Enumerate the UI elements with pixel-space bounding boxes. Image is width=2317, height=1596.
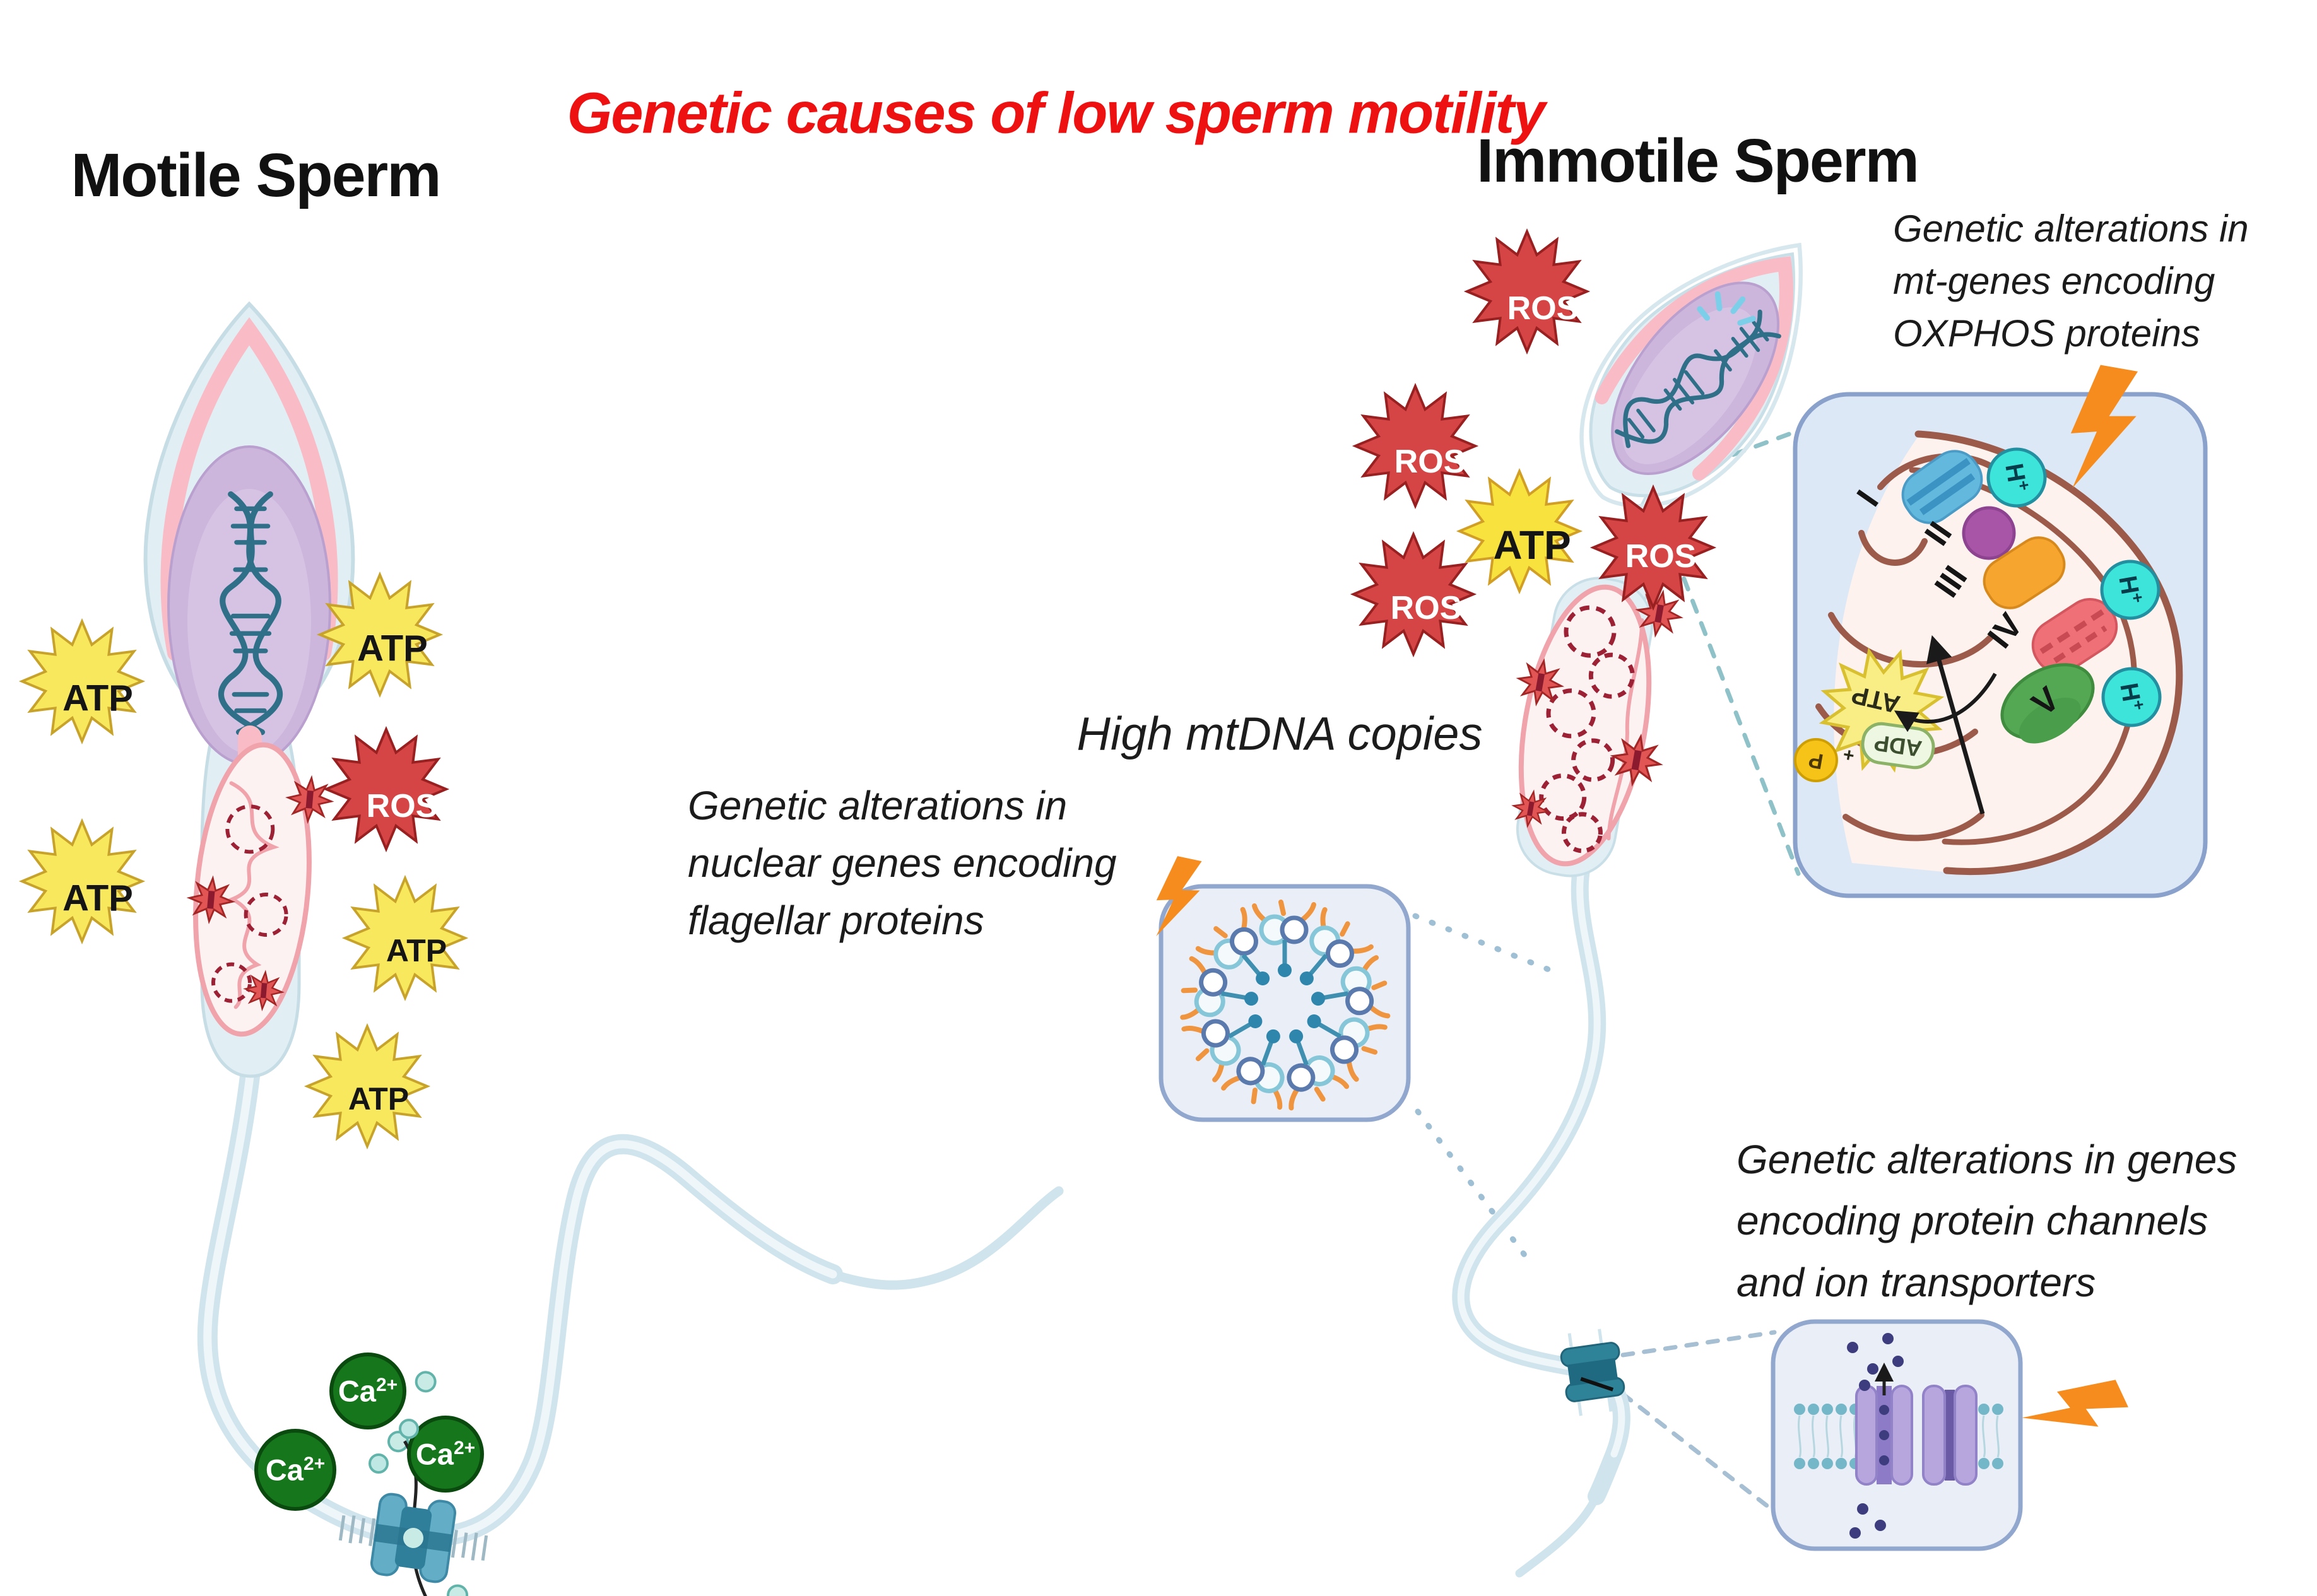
acrosome [160,317,338,661]
annotation-high-mtdna: High mtDNA copies [1076,707,1483,760]
annotation-line: flagellar proteins [688,897,984,943]
ion-dots [1847,1333,1904,1539]
annotation-line: and ion transporters [1736,1259,2096,1305]
calcium-label: Ca2+ [415,1437,476,1471]
ros-label: ROS [366,788,438,824]
motile-tail-ion-channel [338,1371,488,1596]
proton [1986,447,2047,508]
atp-label: ATP [1493,522,1571,568]
immotile-tail-ion-channel [1560,1329,1625,1416]
annotation-nuclear-genes: Genetic alterations in nuclear genes enc… [688,777,1117,949]
dna-damage-spark-icon [1697,291,1756,326]
page-title: Genetic causes of low sperm motility [567,81,1546,146]
ros-label: ROS [1394,443,1466,480]
complex-2 [1962,506,2016,560]
immotile-sperm-tail [1452,854,1630,1505]
annotation-mt-genes: Genetic alterations in mt-genes encoding… [1893,203,2249,360]
atp-label: ATP [62,678,133,719]
proton [2100,560,2161,620]
complex-3 [1983,536,2066,609]
ion-channel-inset [1771,1319,2131,1551]
heading-motile-sperm: Motile Sperm [71,141,441,209]
oxphos-inset [1793,361,2208,898]
annotation-line: nuclear genes encoding [688,840,1117,886]
proton [2101,667,2162,727]
ros-label: ROS [1390,590,1462,626]
calcium-label: Ca2+ [338,1374,398,1408]
complex-1 [1901,450,1983,524]
open-channel-protein [1855,1385,1913,1486]
immotile-sperm [1452,242,1803,1578]
immotile-mitochondrion [1487,577,1690,877]
proton-label: H+ [2114,681,2149,712]
annotation-line: encoding protein channels [1736,1198,2208,1244]
immotile-sperm-head [1579,242,1803,508]
proton-label: H+ [2000,461,2034,493]
annotation-protein-channels: Genetic alterations in genes encoding pr… [1736,1129,2237,1313]
calcium-ions [254,1352,484,1511]
annotation-line: Genetic alterations in genes [1736,1137,2237,1182]
atp-label: ATP [357,628,428,669]
complex-5 [2000,663,2095,744]
annotation-line: mt-genes encoding [1893,259,2215,302]
lightning-bolt-icon [2018,1367,2131,1455]
ros-label: ROS [1507,290,1579,327]
motile-sperm-head [143,301,355,766]
calcium-label: Ca2+ [265,1453,326,1487]
motile-sperm [143,301,1064,1596]
phosphate [1794,738,1838,782]
atp-label: ATP [386,933,447,968]
annotation-line: Genetic alterations in [1893,208,2249,250]
atp-label: ATP [348,1081,410,1117]
annotation-line: Genetic alterations in [688,783,1068,828]
atp-label: ATP [62,877,133,919]
annotation-line: OXPHOS proteins [1893,312,2200,355]
motile-mitochondrion [178,742,336,1037]
closed-channel-protein [1922,1385,1978,1486]
axoneme-inset [1149,854,1411,1122]
ros-label: ROS [1625,538,1697,575]
heading-immotile-sperm: Immotile Sperm [1477,126,1919,195]
proton-label: H+ [2113,573,2148,605]
